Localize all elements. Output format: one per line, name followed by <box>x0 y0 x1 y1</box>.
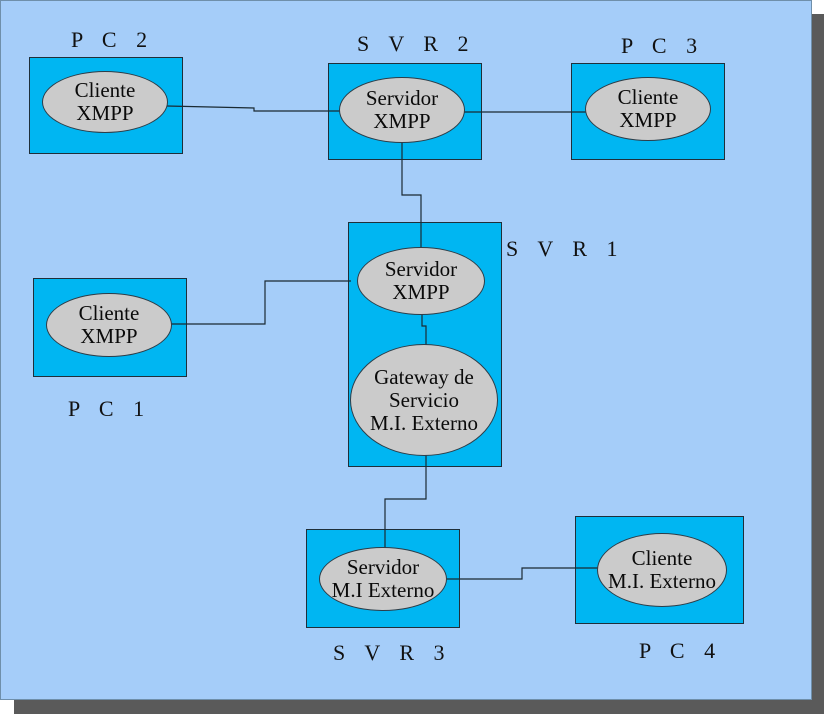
connection-lines <box>166 105 599 580</box>
pc1-client-node: Cliente XMPP <box>46 293 172 357</box>
svr3-label: S V R 3 <box>333 640 452 665</box>
svr2-server-node: Servidor XMPP <box>339 77 465 143</box>
link-svr2-svr1 <box>401 143 422 249</box>
link-svr1-server-gateway <box>421 315 427 345</box>
pc1-label: P C 1 <box>68 396 152 421</box>
link-pc2-svr2 <box>166 105 341 112</box>
svr3-server-node: Servidor M.I Externo <box>319 547 447 611</box>
link-pc1-svr1 <box>170 280 351 325</box>
svr2-label: S V R 2 <box>357 31 476 56</box>
pc2-label: P C 2 <box>71 27 155 52</box>
pc3-label: P C 3 <box>621 33 705 58</box>
pc2-client-node: Cliente XMPP <box>42 71 168 133</box>
svr1-gateway-node: Gateway de Servicio M.I. Externo <box>350 344 498 456</box>
pc4-client-node: Cliente M.I. Externo <box>597 533 727 607</box>
pc3-client-node: Cliente XMPP <box>585 77 711 141</box>
link-gateway-svr3 <box>384 455 427 549</box>
svr1-label: S V R 1 <box>506 236 625 261</box>
diagram-canvas: Cliente XMPP Servidor XMPP Cliente XMPP … <box>0 0 812 700</box>
link-svr3-pc4 <box>446 567 599 580</box>
svr1-server-node: Servidor XMPP <box>357 247 485 315</box>
pc4-label: P C 4 <box>639 638 723 663</box>
